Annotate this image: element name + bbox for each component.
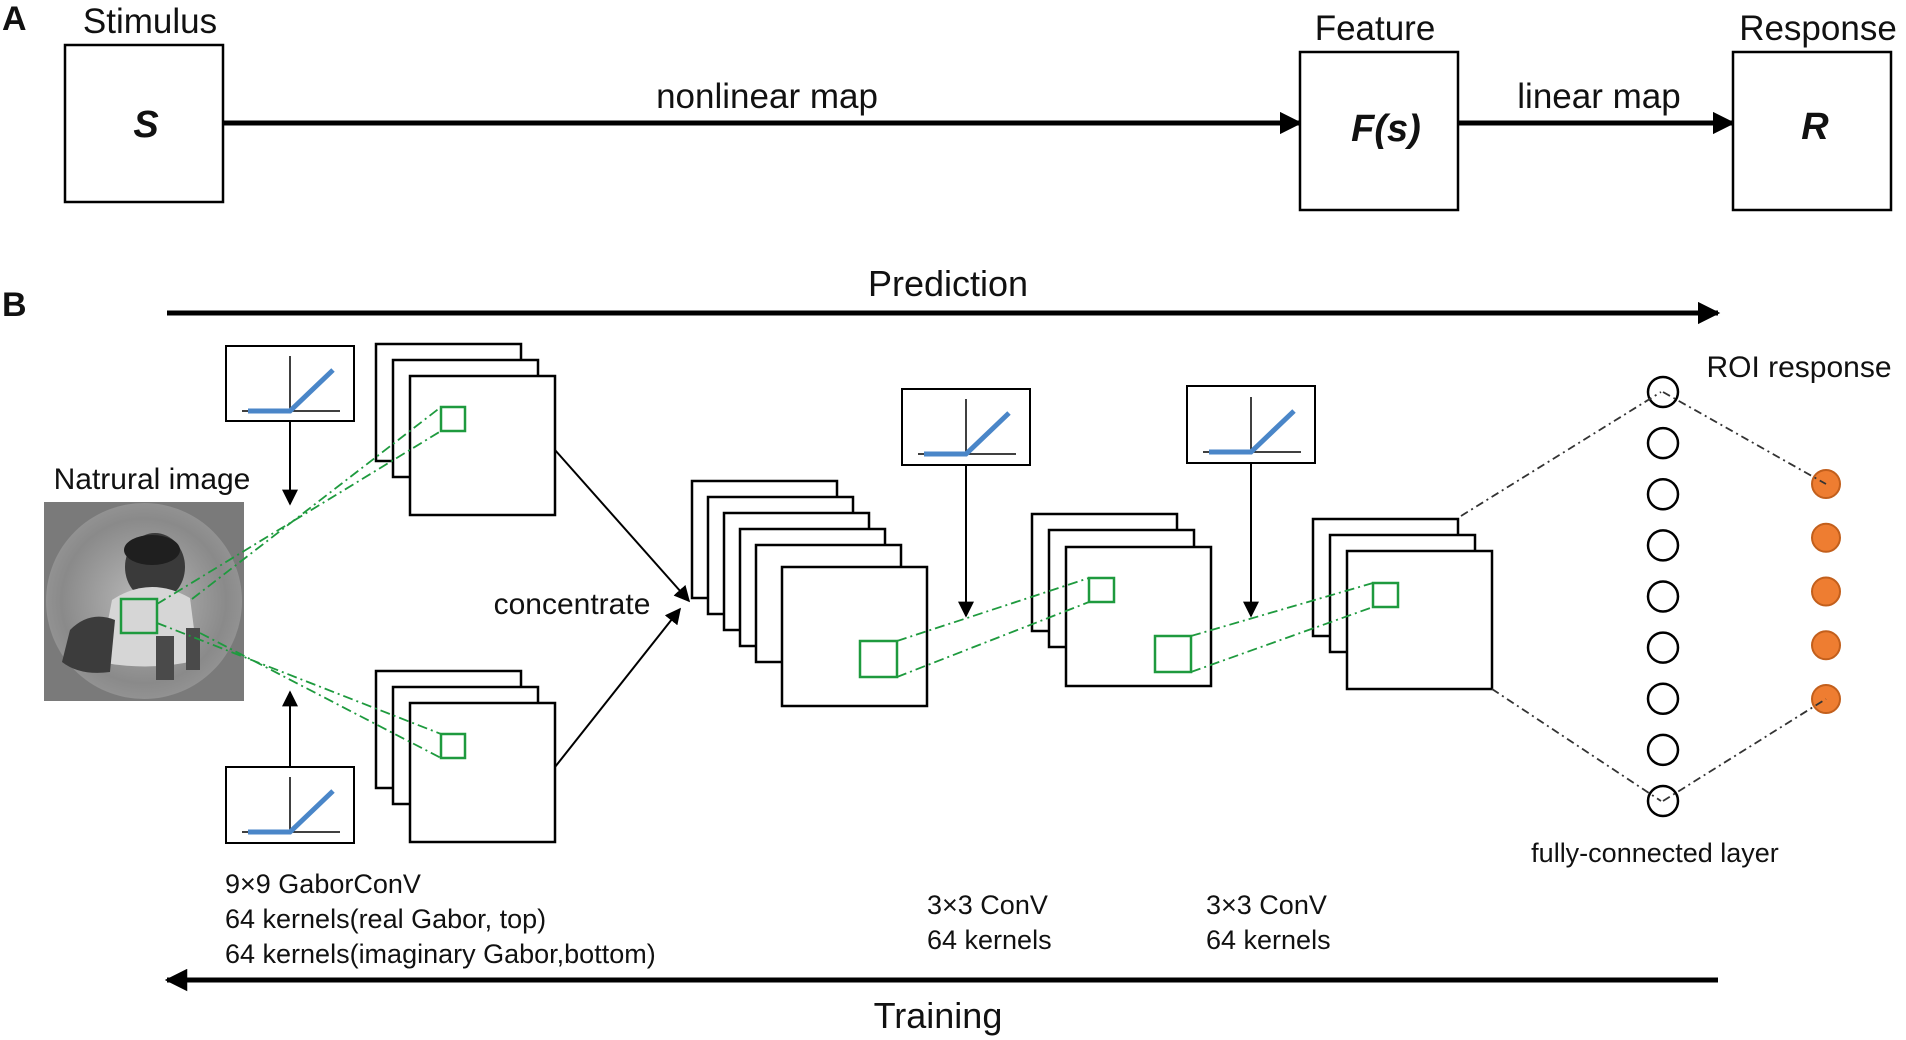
stimulus-symbol: S [133,104,158,146]
fc-layer-label: fully-connected layer [1531,838,1779,868]
roi-unit [1811,630,1841,661]
panel-a-label: A [2,0,27,38]
roi-response-units [1811,469,1841,714]
fully-connected-layer [1646,375,1680,818]
gabor-caption-line-3: 64 kernels(imaginary Gabor,bottom) [225,939,656,969]
fc-unit [1646,682,1680,715]
conv1-caption-line-1: 3×3 ConV [927,890,1048,920]
conv2-projection-lines [1190,582,1374,673]
gabor-imaginary-feature-maps [374,669,557,844]
feature-title: Feature [1315,9,1436,48]
concatenated-feature-maps [690,479,929,708]
fc-unit [1646,580,1680,613]
relu-inset-conv2 [1186,385,1316,464]
natural-image [44,502,244,701]
conv1-feature-maps [1030,512,1213,688]
fc-unit [1646,631,1680,664]
fc-unit [1646,733,1680,767]
fc-unit [1646,478,1680,511]
conv1-projection-lines [896,577,1090,678]
response-symbol: R [1801,106,1829,148]
feature-symbol: F(s) [1351,108,1421,150]
fc-unit [1646,426,1680,460]
concentrate-arrow-top [554,449,691,603]
gabor-caption: 9×9 GaborConV 64 kernels(real Gabor, top… [225,869,656,969]
stimulus-box [63,43,225,204]
natural-image-label: Natrural image [54,463,251,496]
feature-box [1298,50,1460,212]
roi-unit [1811,576,1841,607]
conv2-caption-line-2: 64 kernels [1206,925,1331,955]
roi-unit [1811,522,1841,553]
prediction-label: Prediction [868,263,1028,304]
stimulus-title: Stimulus [83,2,217,41]
fc-unit [1646,529,1680,562]
fc-connection-lines [1460,391,1827,802]
gabor-real-feature-maps [374,342,557,517]
relu-inset-bottom [225,766,355,844]
panel-b-label: B [2,286,27,324]
relu-inset-top [225,345,355,422]
response-box [1731,50,1893,212]
gabor-projection-lines [156,406,442,759]
response-title: Response [1739,9,1897,48]
linear-map-label: linear map [1517,77,1680,116]
concentrate-label: concentrate [494,588,651,621]
conv2-caption-line-1: 3×3 ConV [1206,890,1327,920]
conv2-caption: 3×3 ConV 64 kernels [1206,890,1331,955]
gabor-caption-line-1: 9×9 GaborConV [225,869,421,899]
conv1-caption: 3×3 ConV 64 kernels [927,890,1052,955]
training-label: Training [874,995,1003,1036]
concentrate-arrow-bottom [554,607,681,768]
conv1-caption-line-2: 64 kernels [927,925,1052,955]
conv2-feature-maps [1311,517,1494,691]
gabor-caption-line-2: 64 kernels(real Gabor, top) [225,904,546,934]
roi-response-label: ROI response [1706,351,1891,384]
nonlinear-map-label: nonlinear map [656,77,878,116]
relu-inset-conv1 [901,388,1031,466]
